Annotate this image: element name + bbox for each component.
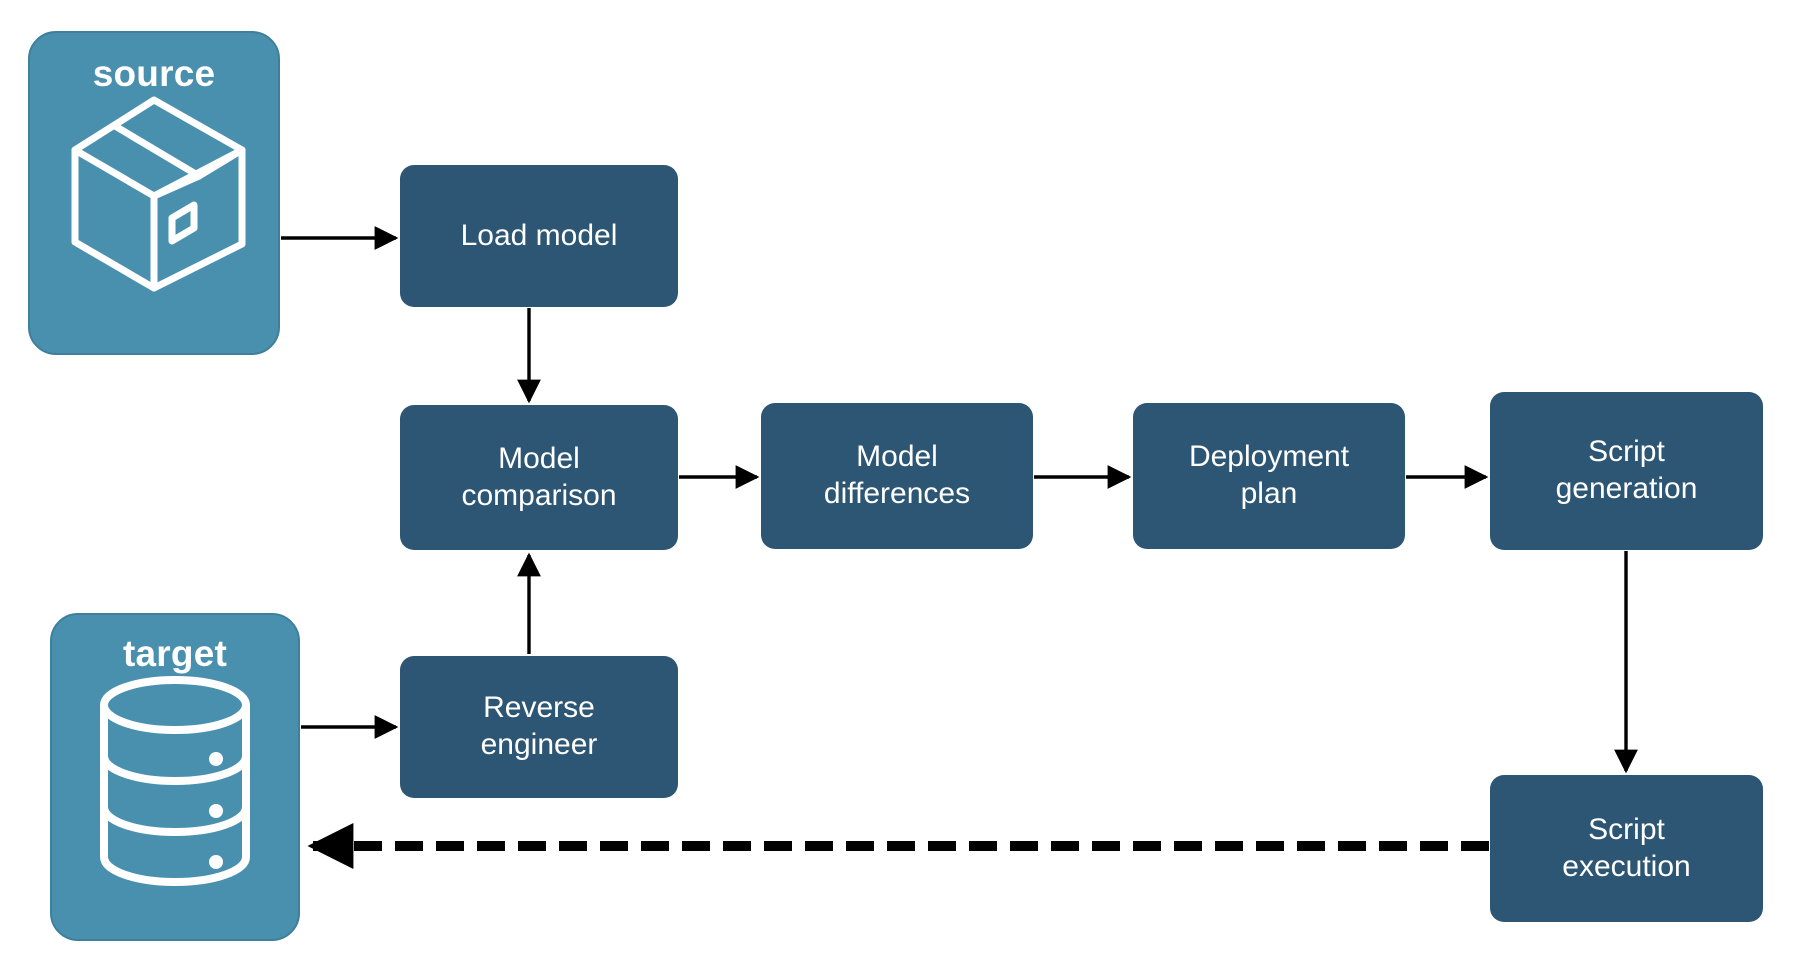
package-cube-icon (59, 92, 249, 297)
process-load-model-label: Load model (460, 218, 618, 252)
process-script-generation-label: Script generation (1555, 435, 1698, 505)
process-model-comparison[interactable]: Model comparison (400, 405, 678, 550)
process-reverse-engineer[interactable]: Reverse engineer (400, 656, 678, 798)
process-script-execution[interactable]: Script execution (1490, 775, 1763, 922)
endpoint-target[interactable]: target (50, 613, 300, 941)
endpoint-source[interactable]: source (28, 31, 280, 355)
process-load-model[interactable]: Load model (400, 165, 678, 307)
process-deployment-plan-label: Deployment plan (1188, 440, 1350, 510)
endpoint-target-label: target (123, 633, 227, 674)
process-model-differences[interactable]: Model differences (761, 403, 1033, 549)
process-model-comparison-label: Model comparison (461, 441, 617, 512)
process-model-differences-label: Model differences (823, 440, 971, 510)
process-reverse-engineer-label: Reverse engineer (480, 691, 598, 761)
process-script-execution-label: Script execution (1562, 812, 1691, 883)
process-deployment-plan[interactable]: Deployment plan (1133, 403, 1405, 549)
database-cylinder-icon (89, 672, 261, 895)
process-script-generation[interactable]: Script generation (1490, 392, 1763, 550)
endpoint-source-label: source (92, 53, 216, 94)
